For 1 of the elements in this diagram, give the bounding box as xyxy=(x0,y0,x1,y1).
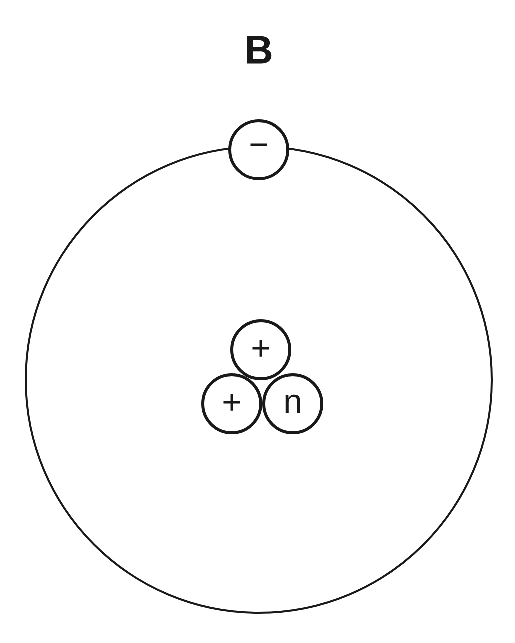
title: B xyxy=(247,36,272,64)
